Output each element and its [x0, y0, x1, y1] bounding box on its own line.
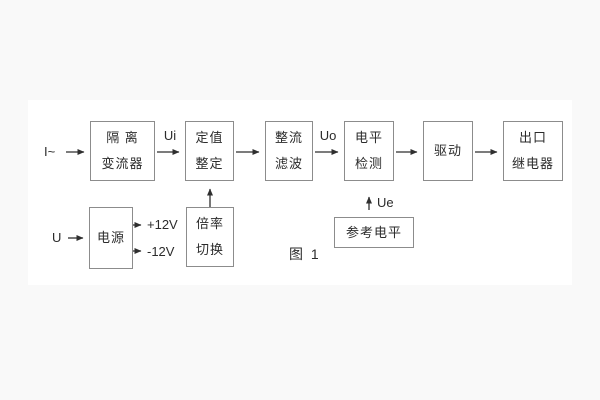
label-input-current: I~	[44, 144, 56, 159]
block-label: 驱动	[433, 143, 462, 158]
block-level-detect: 电平 检测	[344, 121, 394, 181]
block-label: 整定	[195, 156, 224, 171]
block-isolation-transformer: 隔 离 变流器	[90, 121, 155, 181]
label-ue: Ue	[377, 195, 394, 210]
block-label: 倍率	[195, 216, 224, 231]
label-plus12v: +12V	[147, 217, 178, 232]
block-label: 变流器	[101, 156, 144, 171]
block-label: 参考电平	[345, 224, 402, 240]
block-label: 切换	[195, 242, 224, 257]
block-setting-adjust: 定值 整定	[185, 121, 234, 181]
figure-caption: 图 1	[289, 246, 321, 262]
block-label: 整流	[274, 130, 303, 145]
block-label: 电源	[96, 230, 125, 245]
label-ui: Ui	[163, 128, 177, 143]
block-label: 检测	[354, 156, 383, 171]
label-uo: Uo	[319, 128, 337, 143]
block-drive: 驱动	[423, 121, 473, 181]
label-input-voltage: U	[52, 230, 62, 245]
label-minus12v: -12V	[147, 244, 175, 259]
block-label: 继电器	[511, 156, 554, 171]
block-reference-level: 参考电平	[334, 217, 414, 248]
block-rectify-filter: 整流 滤波	[265, 121, 313, 181]
block-label: 隔 离	[106, 130, 139, 145]
block-label: 定值	[195, 130, 224, 145]
block-label: 出口	[518, 130, 547, 145]
block-output-relay: 出口 继电器	[503, 121, 563, 181]
block-label: 滤波	[274, 156, 303, 171]
block-label: 电平	[354, 130, 383, 145]
block-ratio-switch: 倍率 切换	[186, 207, 234, 267]
block-power-supply: 电源	[89, 207, 133, 269]
